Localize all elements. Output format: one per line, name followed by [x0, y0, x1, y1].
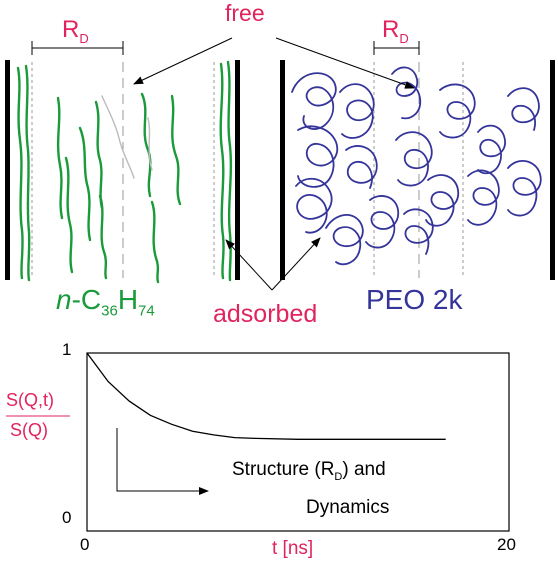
free-chains-left-faint	[101, 95, 153, 179]
peo-coils	[291, 66, 542, 266]
rd-left-label: RD	[62, 16, 89, 46]
ylabel-numerator: S(Q,t)	[6, 390, 54, 410]
rd-left-r: R	[62, 16, 80, 43]
alkane-c: -C	[71, 284, 102, 315]
annotation-line-2: Dynamics	[306, 497, 390, 518]
x-axis-label: t [ns]	[272, 538, 314, 559]
alkane-panel	[5, 60, 240, 284]
adsorbed-arrows	[225, 237, 321, 291]
x-tick-20: 20	[497, 535, 516, 554]
rd-right-r: R	[382, 16, 400, 43]
alkane-h-sub: 74	[138, 302, 155, 320]
left-wall-outer	[5, 60, 10, 280]
left-wall-inner	[235, 60, 240, 280]
chart	[6, 352, 510, 532]
y-tick-0: 0	[62, 508, 72, 527]
adsorbed-label: adsorbed	[213, 300, 318, 328]
rd-left-sub: D	[79, 30, 89, 46]
adsorbed-chains-left	[16, 60, 233, 282]
y-tick-1: 1	[62, 340, 72, 359]
adsorbed-arrow-left	[225, 239, 273, 291]
adsorbed-arrow-right	[271, 237, 321, 291]
rd-bracket-right	[373, 41, 420, 55]
chart-series	[86, 352, 446, 440]
free-label: free	[225, 0, 265, 26]
annotation-arrow	[116, 428, 209, 495]
peo-panel	[280, 60, 555, 280]
right-wall-outer	[550, 60, 555, 280]
x-tick-0: 0	[80, 535, 90, 554]
rd-bracket-left	[31, 41, 124, 55]
peo-label: PEO 2k	[366, 284, 463, 315]
free-arrows	[133, 37, 415, 89]
alkane-n: n	[56, 284, 72, 315]
rd-right-sub: D	[399, 30, 409, 46]
chart-frame	[86, 352, 510, 532]
right-wall-inner	[280, 60, 285, 280]
free-arrow-left	[133, 37, 233, 85]
free-arrow-right	[275, 37, 415, 89]
free-chains-left	[56, 92, 182, 284]
rd-right-label: RD	[382, 16, 409, 46]
ylabel-denominator: S(Q)	[10, 420, 48, 440]
annotation-line-1: Structure (RD) and	[232, 459, 386, 483]
series-line-0	[86, 352, 446, 440]
alkane-c-sub: 36	[101, 302, 118, 320]
alkane-h: H	[117, 284, 139, 315]
alkane-label: n-C36H74	[56, 284, 155, 320]
